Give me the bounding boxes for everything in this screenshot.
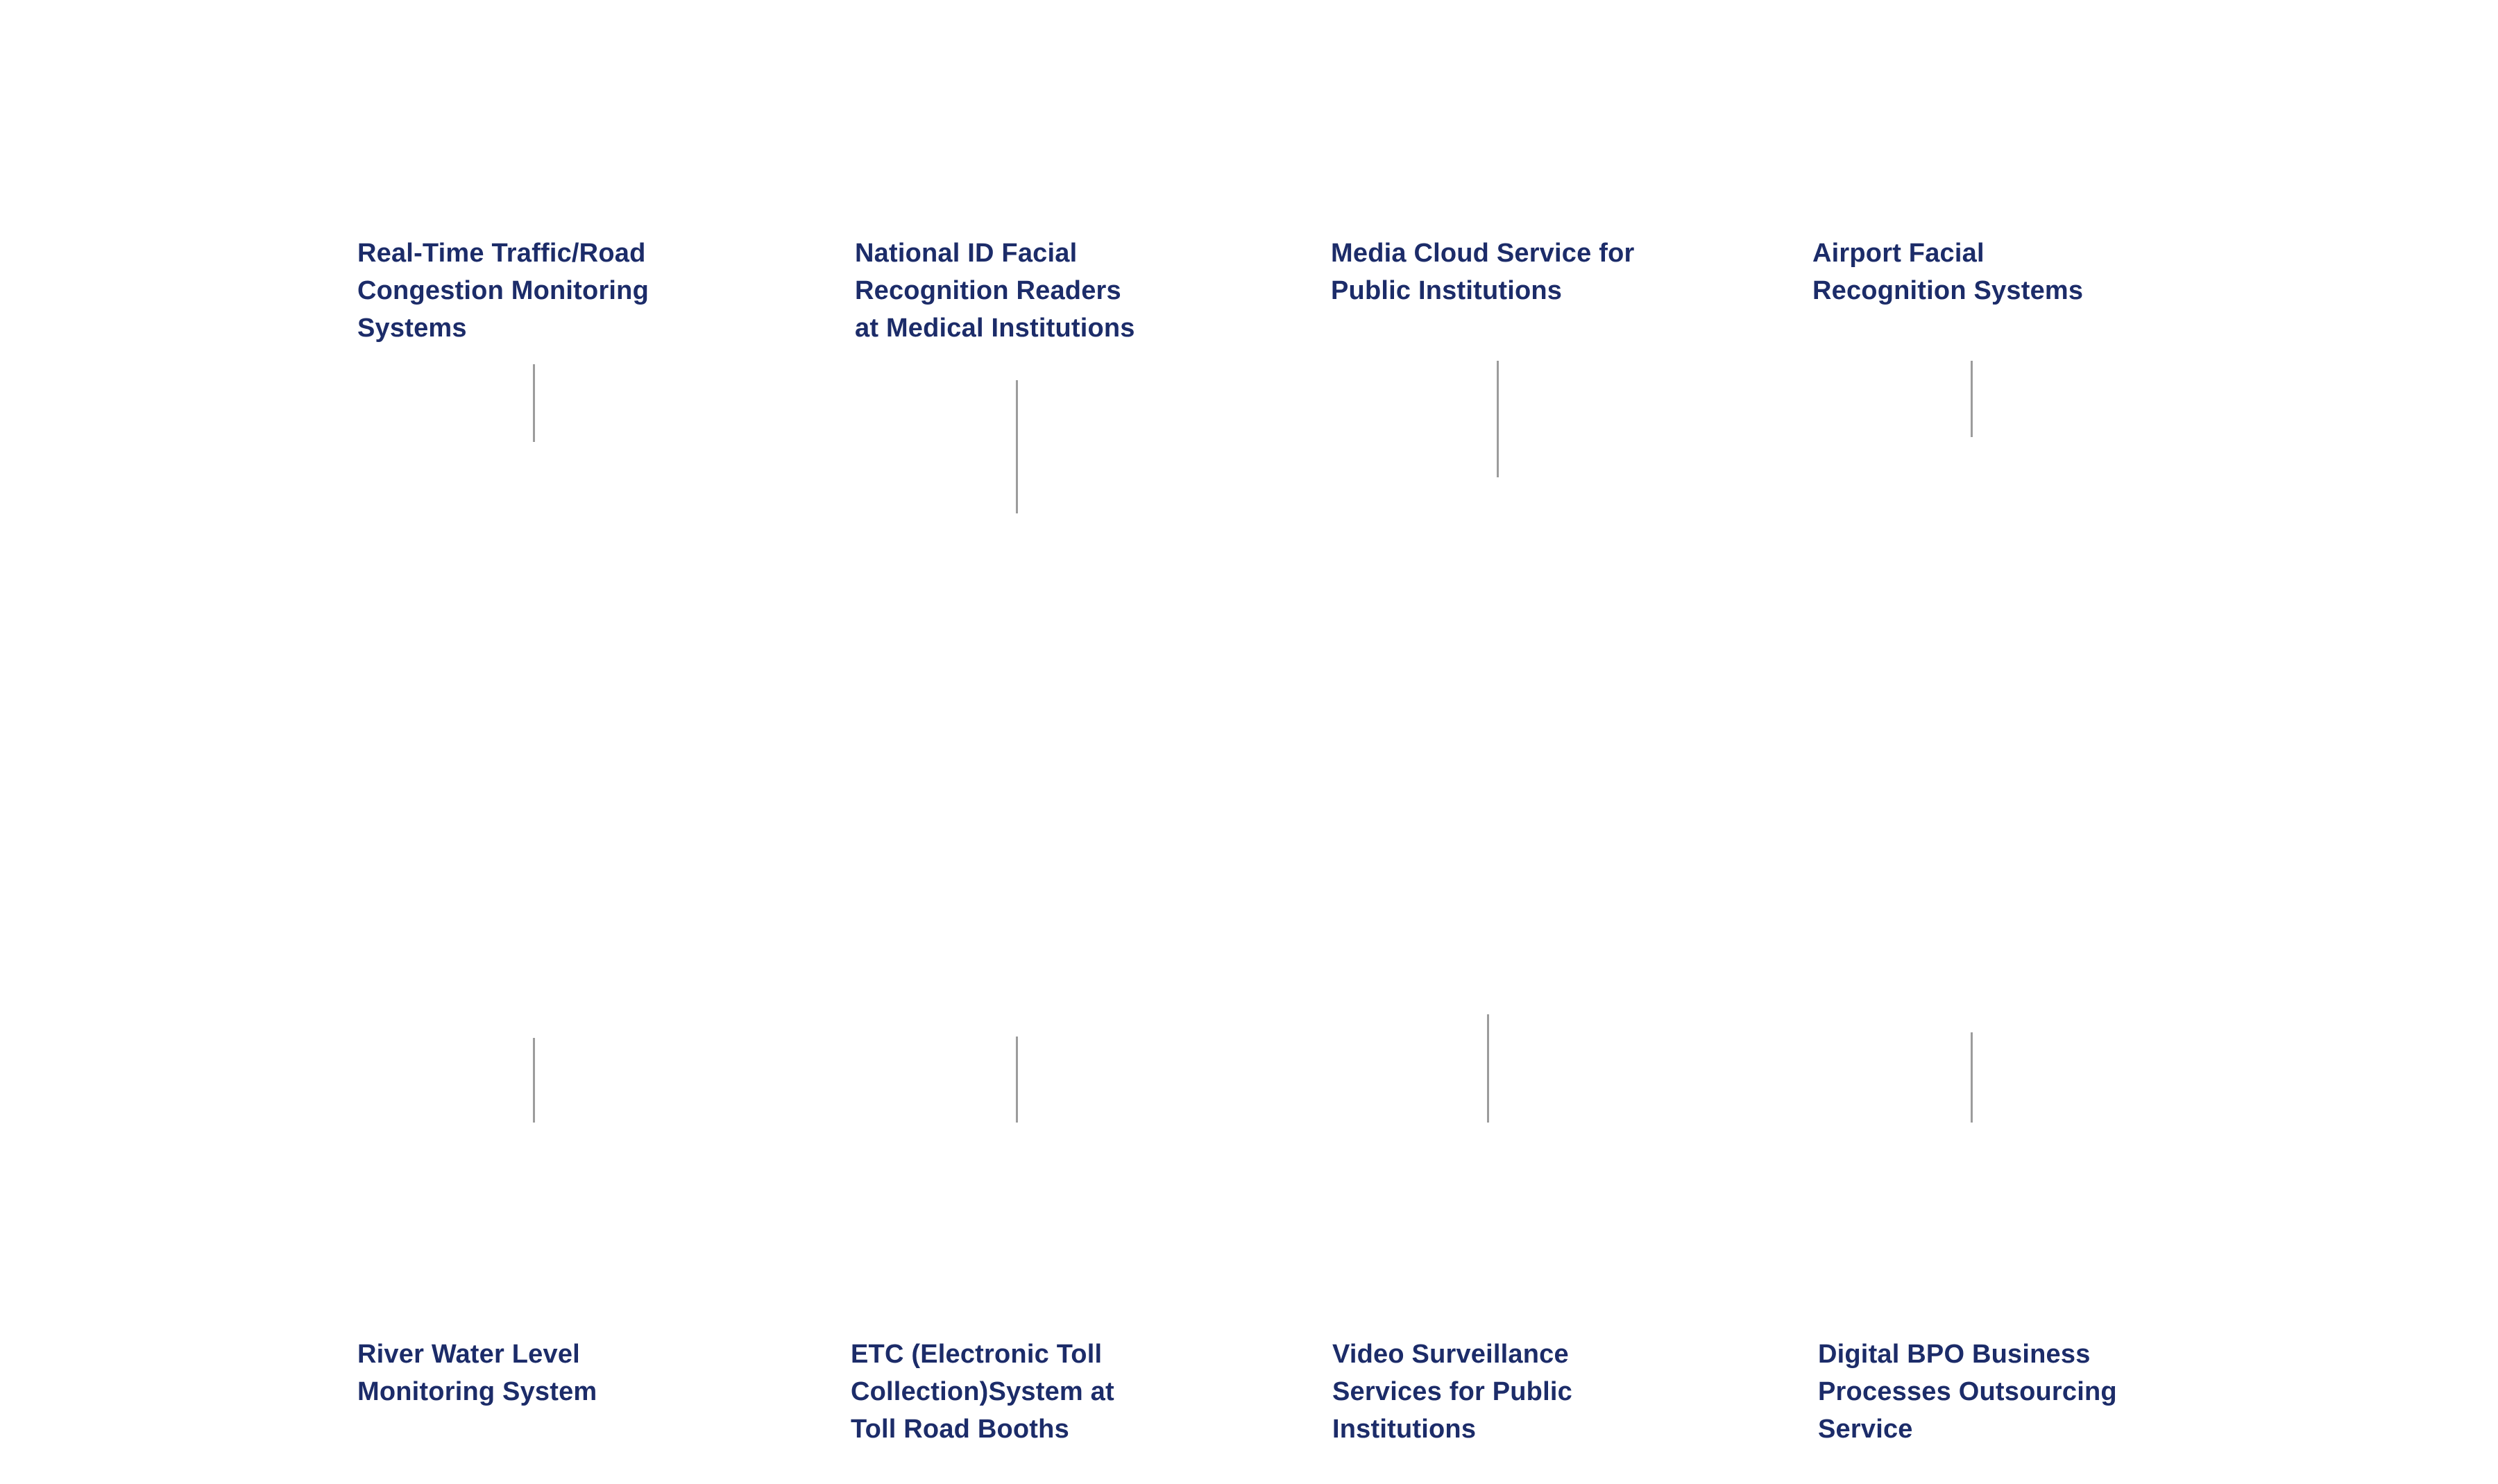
connector-line-media-cloud: [1497, 361, 1499, 477]
connector-line-surveillance: [1487, 1014, 1489, 1123]
caption-video-surveillance: Video Surveillance Services for Public I…: [1332, 1340, 1572, 1444]
caption-airport-recognition: Airport Facial Recognition Systems: [1812, 239, 2084, 305]
connector-line-bpo: [1971, 1032, 1973, 1123]
connector-line-airport: [1971, 361, 1973, 437]
bpo-operator-photo: [1825, 1133, 2139, 1316]
connector-line-river: [533, 1038, 535, 1123]
traffic-control-room-photo: [357, 36, 668, 225]
connector-line-etc: [1016, 1037, 1018, 1123]
parking-garage-photo: [1339, 1133, 1660, 1316]
river-monitoring-control-room-photo: [357, 1133, 691, 1316]
caption-river-water-level: River Water Level Monitoring System: [357, 1340, 597, 1406]
caption-national-id-readers: National ID Facial Recognition Readers a…: [855, 239, 1135, 343]
facial-recognition-kiosk-photo: [956, 38, 1088, 224]
caption-digital-bpo: Digital BPO Business Processes Outsourci…: [1818, 1340, 2117, 1444]
connector-line-national-id: [1016, 380, 1018, 513]
caption-etc-toll: ETC (Electronic Toll Collection)System a…: [851, 1340, 1114, 1444]
caption-media-cloud: Media Cloud Service for Public Instituti…: [1331, 239, 1635, 305]
projection-mapping-building-photo: [1339, 36, 1662, 225]
caption-traffic-monitoring: Real-Time Traffic/Road Congestion Monito…: [357, 239, 649, 343]
airport-gates-photo: [1825, 36, 2139, 225]
toll-booth-photo: [853, 1133, 1180, 1316]
connector-line-traffic: [533, 364, 535, 442]
